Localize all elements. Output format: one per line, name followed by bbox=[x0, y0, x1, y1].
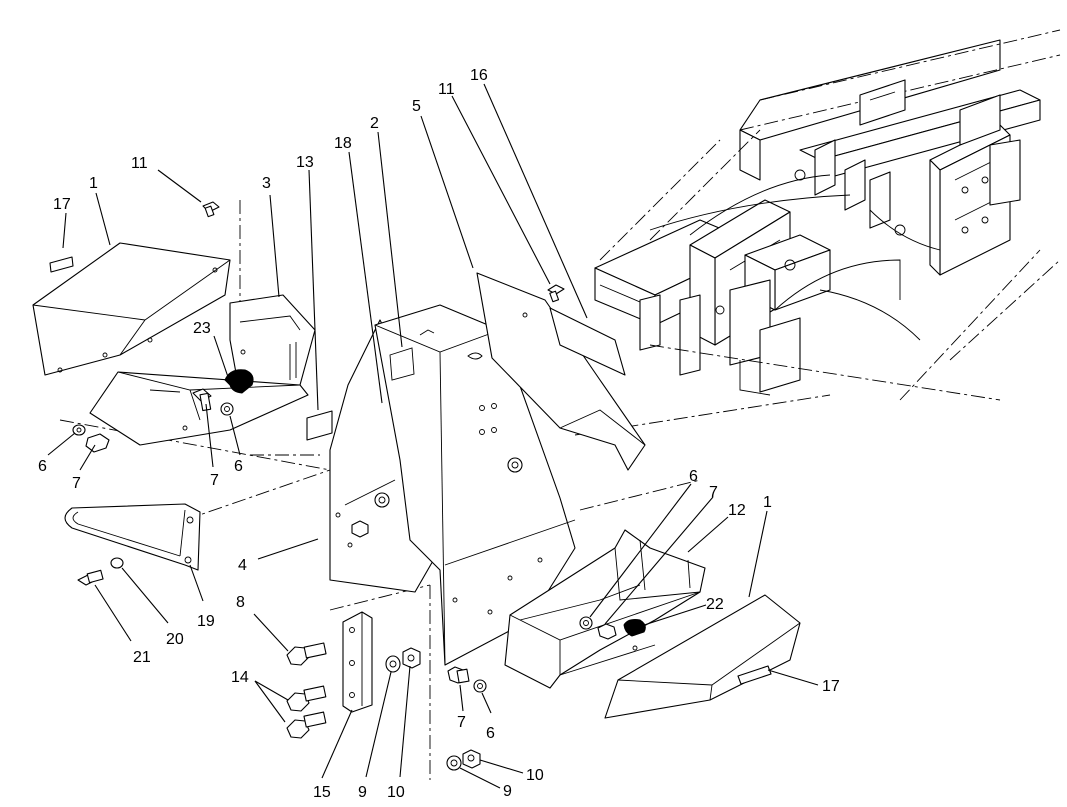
part-10-nut-mid bbox=[402, 647, 421, 669]
callout-9-bottom: 9 bbox=[503, 783, 512, 800]
callout-7-left: 7 bbox=[72, 475, 81, 492]
bolt-11-left bbox=[202, 201, 220, 218]
callout-5: 5 bbox=[412, 98, 421, 115]
callout-15: 15 bbox=[313, 784, 331, 801]
callout-12: 12 bbox=[728, 502, 746, 519]
part-10-nut-bottom bbox=[462, 749, 481, 769]
fastener-group-left bbox=[72, 201, 234, 453]
part-13-decal bbox=[306, 410, 333, 441]
callout-23: 23 bbox=[193, 320, 211, 337]
callout-22: 22 bbox=[706, 596, 724, 613]
bolt-11-right bbox=[547, 284, 565, 303]
part-16-decal bbox=[549, 307, 626, 376]
callout-18: 18 bbox=[334, 135, 352, 152]
part-7-bolt-bottom bbox=[447, 666, 470, 684]
fastener-group-right bbox=[579, 616, 617, 640]
callout-7-left-center: 7 bbox=[210, 472, 219, 489]
callout-8: 8 bbox=[236, 594, 245, 611]
part-17-decal-right bbox=[737, 665, 772, 685]
callout-17-right: 17 bbox=[822, 678, 840, 695]
part-21-bolt bbox=[77, 569, 104, 586]
part-17-decal-left bbox=[49, 256, 74, 273]
callout-20: 20 bbox=[166, 631, 184, 648]
part-15-plate bbox=[342, 611, 373, 713]
callout-1-left: 1 bbox=[89, 175, 98, 192]
part-1-right-hood bbox=[604, 594, 801, 719]
callout-10-mid: 10 bbox=[387, 784, 405, 801]
callout-4: 4 bbox=[238, 557, 247, 574]
callout-6-left: 6 bbox=[38, 458, 47, 475]
callout-19: 19 bbox=[197, 613, 215, 630]
callout-21: 21 bbox=[133, 649, 151, 666]
callout-14: 14 bbox=[231, 669, 249, 686]
part-19-handle bbox=[64, 503, 201, 571]
part-14-bolts bbox=[286, 685, 327, 739]
callout-7-bottom: 7 bbox=[457, 714, 466, 731]
part-8-bolt bbox=[286, 642, 327, 666]
callout-9-mid: 9 bbox=[358, 784, 367, 801]
callout-2: 2 bbox=[370, 115, 379, 132]
callout-6-right: 6 bbox=[689, 468, 698, 485]
part-6-washer-bottom bbox=[473, 679, 487, 693]
callout-11-right: 11 bbox=[438, 81, 455, 98]
part-9-washer-mid bbox=[385, 655, 401, 673]
callout-6-bottom: 6 bbox=[486, 725, 495, 742]
callout-17-left: 17 bbox=[53, 196, 71, 213]
part-9-washer-bottom bbox=[446, 755, 462, 771]
part-1-left-hood bbox=[32, 242, 231, 376]
callout-7-right: 7 bbox=[709, 484, 718, 501]
callout-13: 13 bbox=[296, 154, 314, 171]
callout-11-left: 11 bbox=[131, 155, 148, 172]
part-20-washer bbox=[110, 557, 124, 569]
chassis-frame bbox=[594, 29, 1061, 401]
leader-lines bbox=[47, 83, 819, 789]
callout-3: 3 bbox=[262, 175, 271, 192]
part-23-clip bbox=[224, 369, 254, 394]
part-1-left-cover-lower bbox=[89, 371, 309, 446]
callout-6-left-center: 6 bbox=[234, 458, 243, 475]
part-12-right-bracket bbox=[504, 529, 706, 689]
callout-1-right: 1 bbox=[763, 494, 772, 511]
part-22-clip bbox=[623, 619, 646, 637]
callout-16: 16 bbox=[470, 67, 488, 84]
callout-labels: 17 1 11 3 23 6 7 7 6 13 18 2 5 11 16 4 1… bbox=[38, 67, 840, 801]
callout-10-bottom: 10 bbox=[526, 767, 544, 784]
